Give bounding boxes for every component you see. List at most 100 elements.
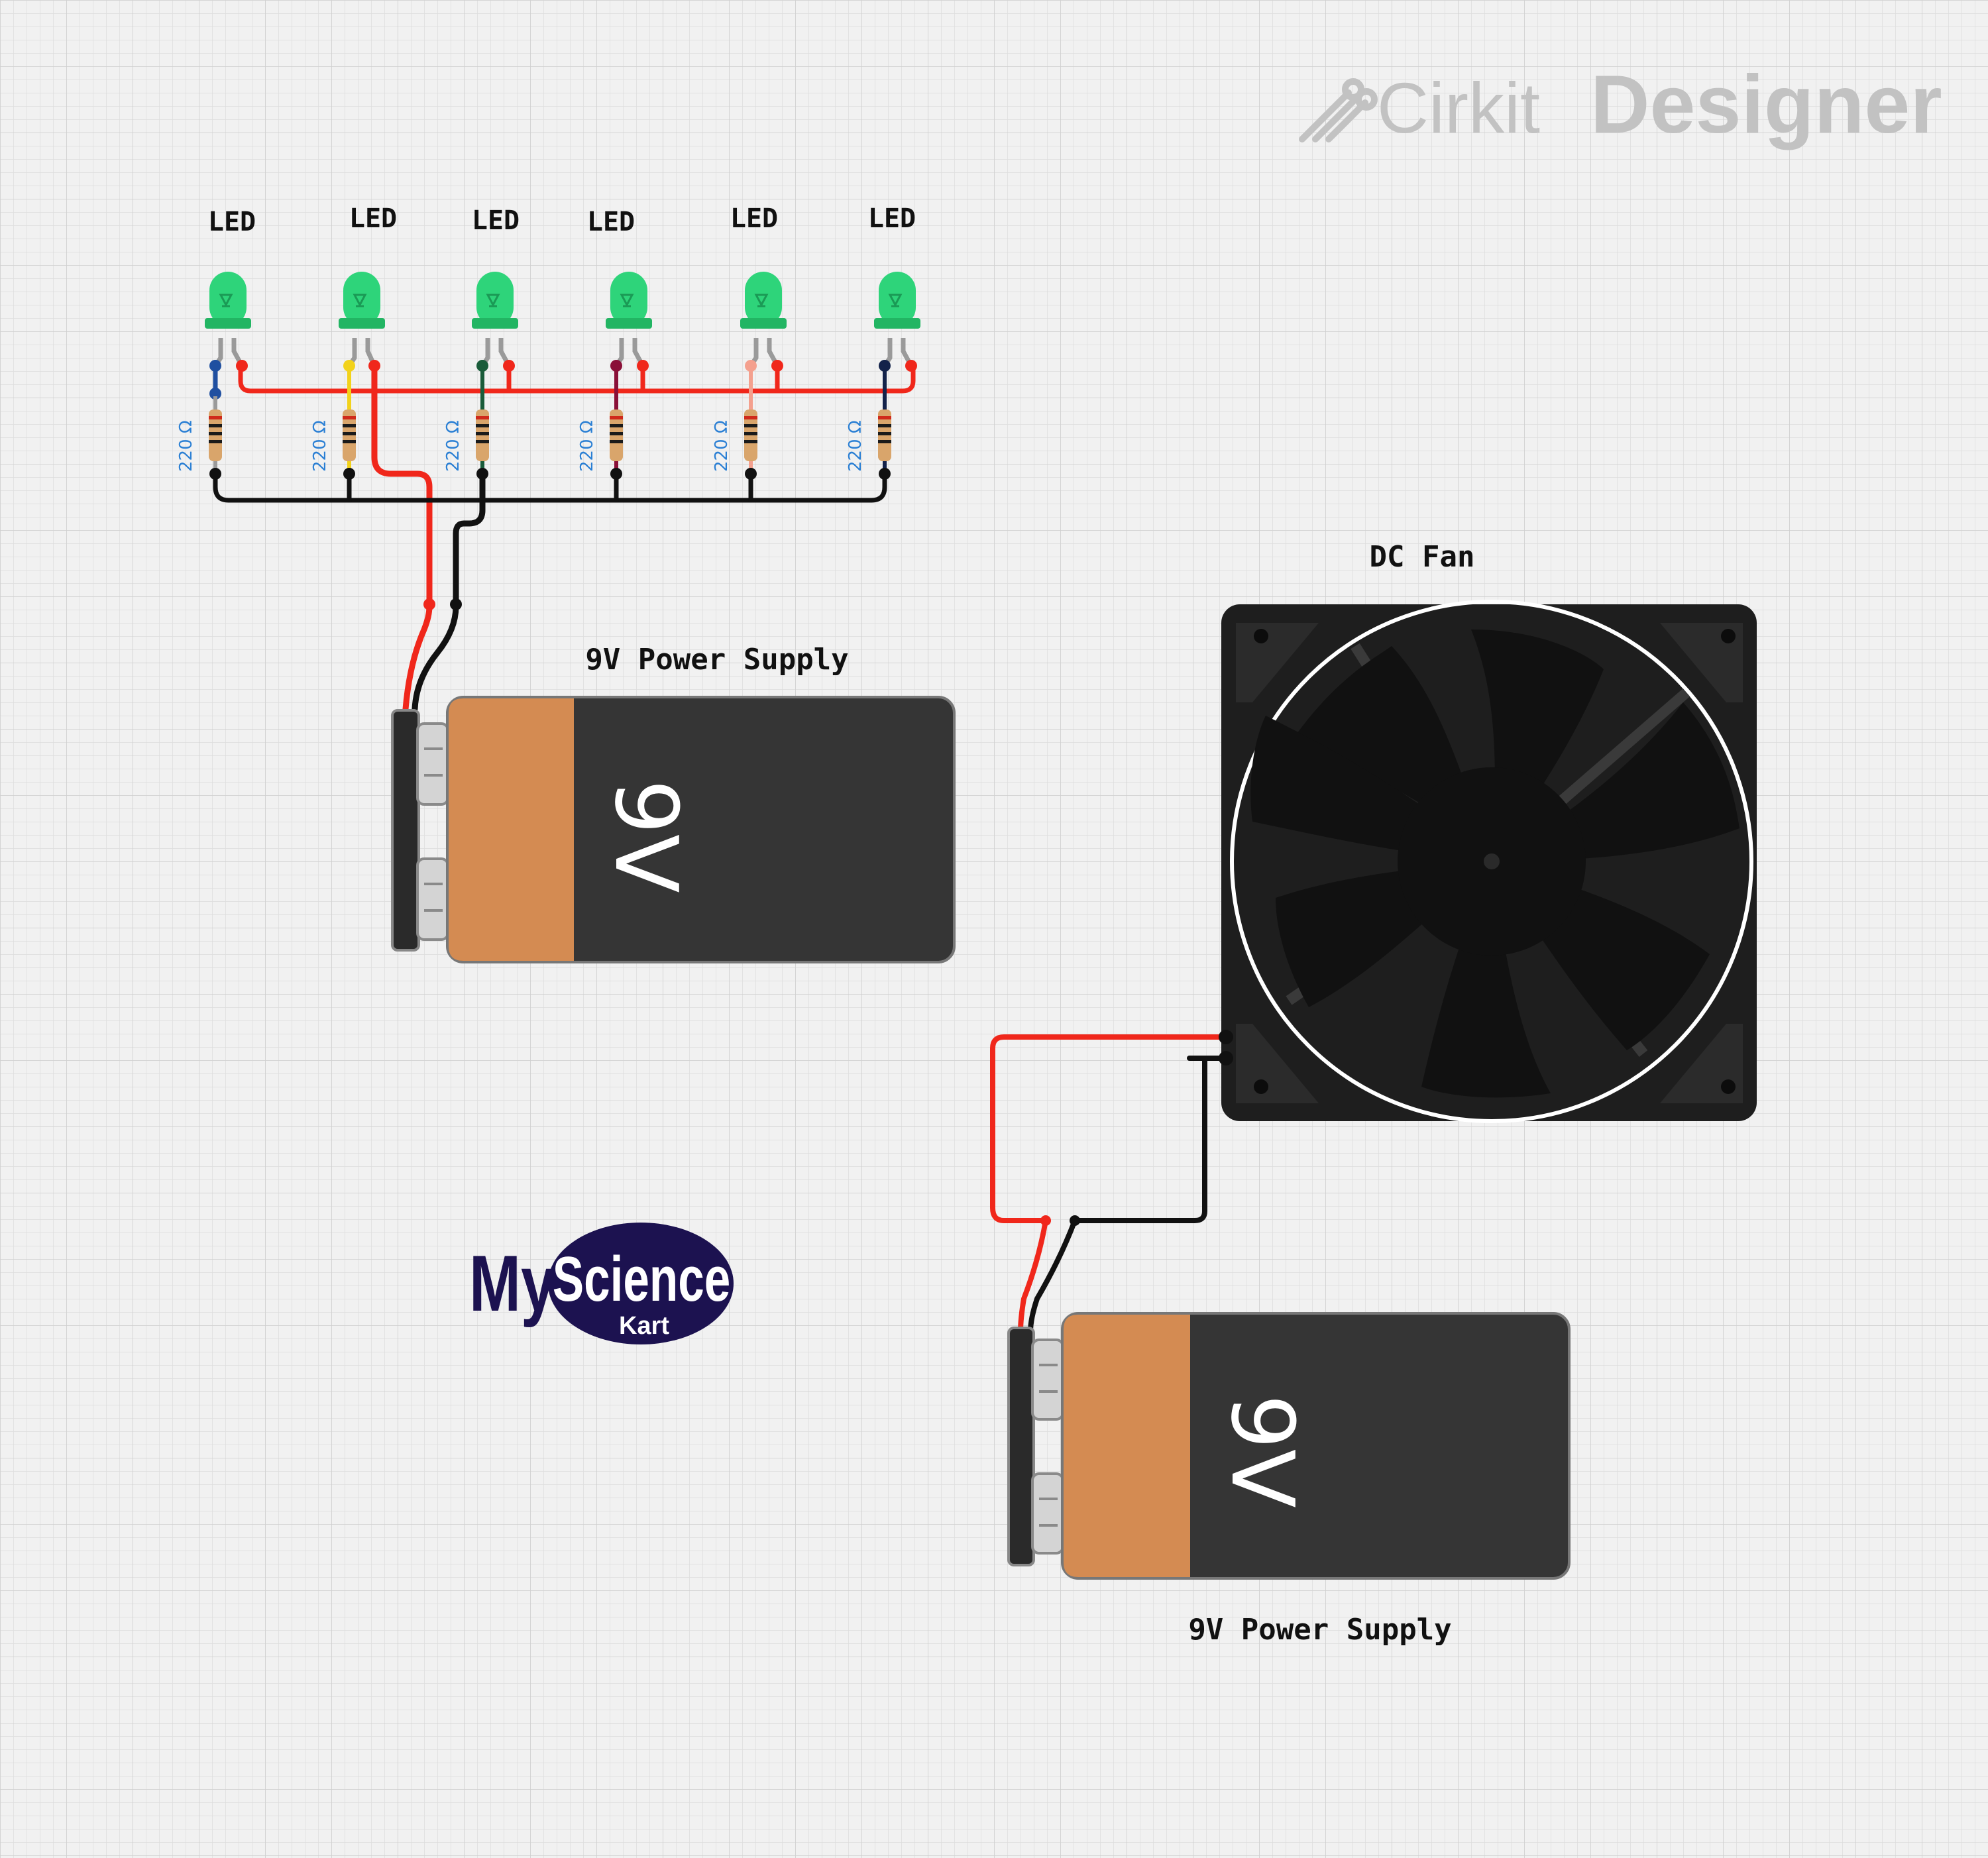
- resistor-1[interactable]: 220 Ω: [176, 388, 222, 480]
- brand-designer-text: Designer: [1590, 59, 1942, 150]
- resistor-2-bands: [343, 424, 356, 443]
- resistor-5-red-band: [744, 416, 757, 419]
- fan-mount-holes: [1254, 629, 1736, 1094]
- led-1-anode-pin[interactable]: [236, 360, 248, 372]
- led-labels: LED LED LED LED LED LED: [208, 203, 916, 237]
- led-6[interactable]: [874, 272, 920, 372]
- led-circuit-wires: [213, 362, 916, 712]
- battery-1-black-terminal-dot: [450, 598, 462, 610]
- resistor-6-red-band: [878, 416, 891, 419]
- fan-ring: [1230, 600, 1753, 1123]
- led-5[interactable]: [740, 272, 787, 372]
- logo-science-text: Science: [553, 1244, 731, 1315]
- resistor-2[interactable]: 220 Ω: [310, 368, 356, 480]
- led-3-diode-symbol: [486, 294, 500, 307]
- led-4-body: [610, 272, 647, 326]
- led-5-cathode-pin[interactable]: [745, 360, 757, 372]
- black-wire-fan[interactable]: [1028, 1056, 1229, 1335]
- battery-2-red-terminal-dot: [1040, 1215, 1051, 1226]
- led-2-label: LED: [349, 203, 397, 234]
- resistor-3-bottom-pin[interactable]: [476, 468, 488, 480]
- led-1-cathode-pin[interactable]: [209, 360, 221, 372]
- black-cathode-bus-wire[interactable]: [213, 471, 887, 503]
- resistor-1-label: 220 Ω: [176, 420, 196, 472]
- resistor-4-bottom-pin[interactable]: [610, 468, 622, 480]
- resistor-4-label: 220 Ω: [577, 420, 597, 472]
- resistor-3[interactable]: 220 Ω: [443, 368, 489, 480]
- led-4-rim: [606, 318, 652, 329]
- resistor-6[interactable]: 220 Ω: [846, 368, 891, 480]
- led-4-label: LED: [587, 207, 635, 237]
- dc-fan[interactable]: DC Fan: [1219, 540, 1757, 1123]
- resistor-2-bottom-pin[interactable]: [343, 468, 355, 480]
- led-2-cathode-pin[interactable]: [343, 360, 355, 372]
- resistor-6-bottom-pin[interactable]: [879, 468, 891, 480]
- battery-1-label: 9V Power Supply: [585, 643, 848, 677]
- resistor-4-red-band: [610, 416, 623, 419]
- battery-2-orange-band: [1064, 1315, 1190, 1577]
- led-1[interactable]: [205, 272, 251, 396]
- led-5-diode-symbol: [754, 294, 769, 307]
- led-3-cathode-pin[interactable]: [476, 360, 488, 372]
- battery-2[interactable]: 9V 9V Power Supply: [1007, 1312, 1571, 1647]
- led-1-label: LED: [208, 207, 256, 237]
- logo-ellipse: [548, 1223, 734, 1344]
- logo-kart-text: Kart: [619, 1312, 669, 1340]
- battery-1[interactable]: 9V Power Supply 9V: [391, 643, 956, 963]
- battery-1-marking: 9V: [596, 779, 696, 893]
- resistor-5-label: 220 Ω: [712, 420, 732, 472]
- led-3-label: LED: [472, 205, 520, 236]
- led-6-body: [879, 272, 916, 326]
- fan-circuit-wires: [990, 1034, 1229, 1335]
- led-3[interactable]: [472, 272, 518, 372]
- resistor-6-label: 220 Ω: [846, 420, 865, 472]
- led-4-diode-symbol: [620, 294, 634, 307]
- led-4-cathode-pin[interactable]: [610, 360, 622, 372]
- led-2[interactable]: [339, 272, 385, 372]
- battery-2-terminals: [1031, 1339, 1064, 1555]
- resistor-5[interactable]: 220 Ω: [712, 368, 757, 480]
- led-5-rim: [740, 318, 787, 329]
- led-6-rim: [874, 318, 920, 329]
- battery-2-clip: [1007, 1327, 1035, 1566]
- fan-pin-positive[interactable]: [1219, 1030, 1233, 1044]
- led-1-rim: [205, 318, 251, 329]
- resistor-1-bottom-pin[interactable]: [209, 468, 221, 480]
- brand-cirkit-text: Cirkit: [1377, 68, 1540, 148]
- battery-1-case: [446, 696, 956, 963]
- led-3-anode-pin[interactable]: [503, 360, 515, 372]
- resistor-4[interactable]: 220 Ω: [577, 368, 623, 480]
- resistor-5-bands: [744, 424, 757, 443]
- led-5-body: [745, 272, 782, 326]
- led-6-anode-pin[interactable]: [905, 360, 917, 372]
- resistor-1-red-band: [209, 416, 222, 419]
- fan-hub-center: [1484, 853, 1500, 869]
- red-anode-bus-wire[interactable]: [238, 363, 916, 394]
- resistor-3-label: 220 Ω: [443, 420, 463, 472]
- resistor-4-bands: [610, 424, 623, 443]
- battery-2-marking: 9V: [1212, 1394, 1313, 1508]
- led-6-label: LED: [868, 203, 916, 234]
- battery-2-black-terminal-dot: [1070, 1215, 1080, 1226]
- led-4[interactable]: [606, 272, 652, 372]
- fan-pin-negative[interactable]: [1219, 1051, 1233, 1066]
- myscience-kart-logo: My Science Kart: [469, 1223, 734, 1344]
- led-6-cathode-pin[interactable]: [879, 360, 891, 372]
- resistor-3-red-band: [476, 416, 489, 419]
- fan-label: DC Fan: [1370, 540, 1475, 574]
- logo-my-text: My: [469, 1239, 555, 1328]
- led-1-body: [209, 272, 247, 326]
- battery-1-orange-band: [449, 698, 574, 961]
- led-2-diode-symbol: [353, 294, 367, 307]
- resistor-5-bottom-pin[interactable]: [745, 468, 757, 480]
- led-2-anode-pin[interactable]: [368, 360, 380, 372]
- resistor-1-top-pin[interactable]: [209, 388, 221, 400]
- cirkit-logo-icon: [1299, 78, 1378, 142]
- led-3-body: [476, 272, 514, 326]
- cirkit-designer-brand: Cirkit Designer: [1299, 59, 1942, 150]
- battery-1-clip: [391, 709, 420, 952]
- resistor-2-label: 220 Ω: [310, 420, 330, 472]
- led-5-anode-pin[interactable]: [771, 360, 783, 372]
- led-4-anode-pin[interactable]: [637, 360, 649, 372]
